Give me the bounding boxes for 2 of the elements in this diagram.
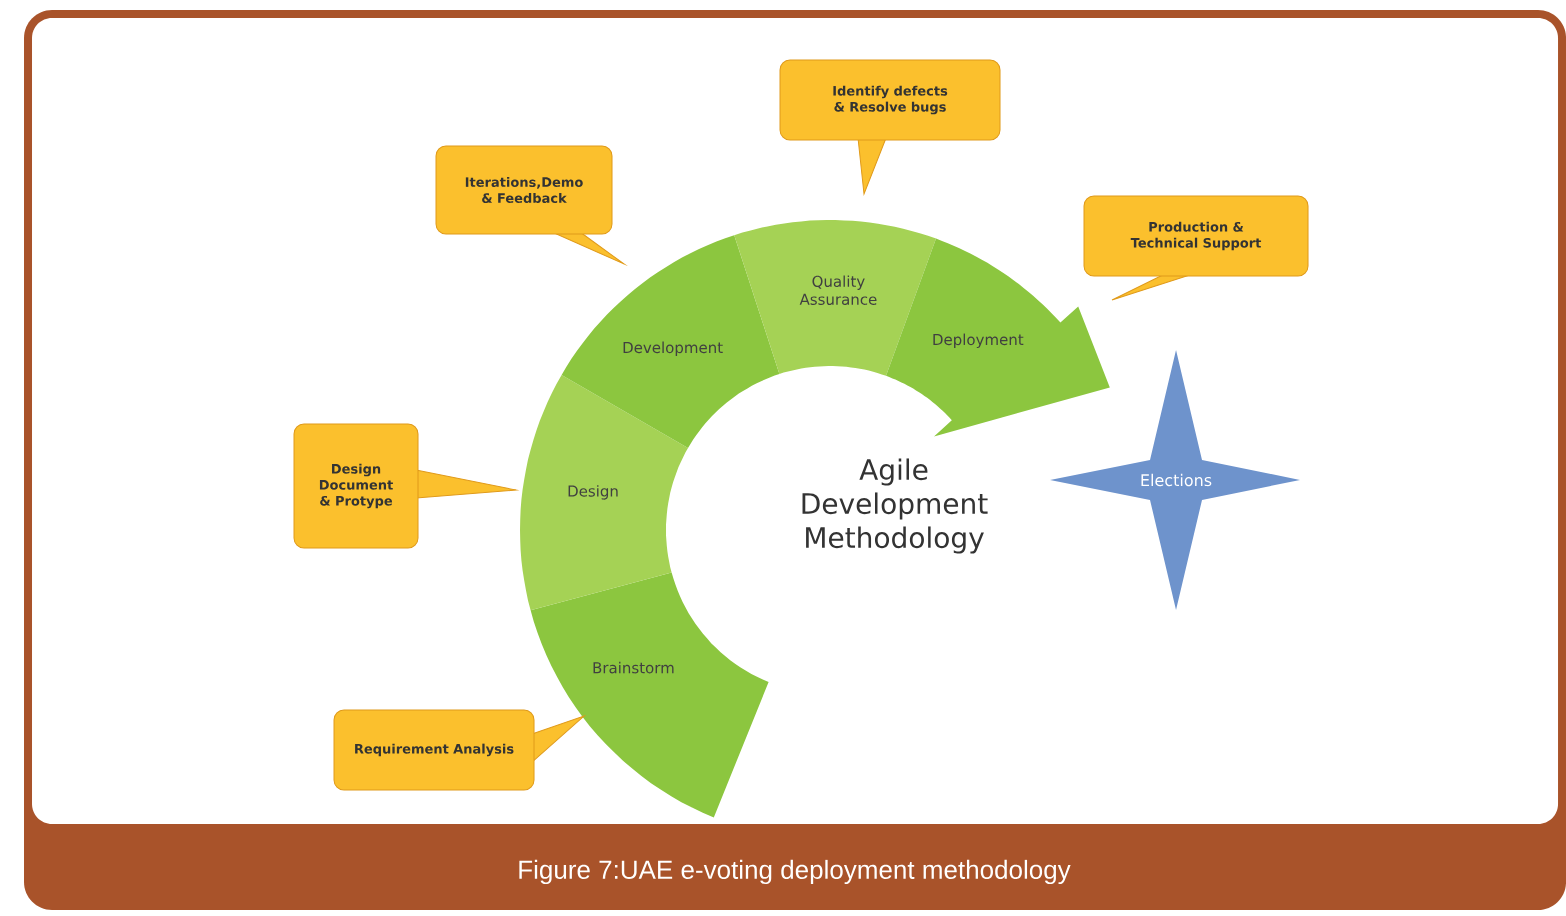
caption: Figure 7:UAE e-voting deployment methodology (519, 859, 1071, 885)
center-title: Agile Development Methodology (802, 458, 988, 554)
